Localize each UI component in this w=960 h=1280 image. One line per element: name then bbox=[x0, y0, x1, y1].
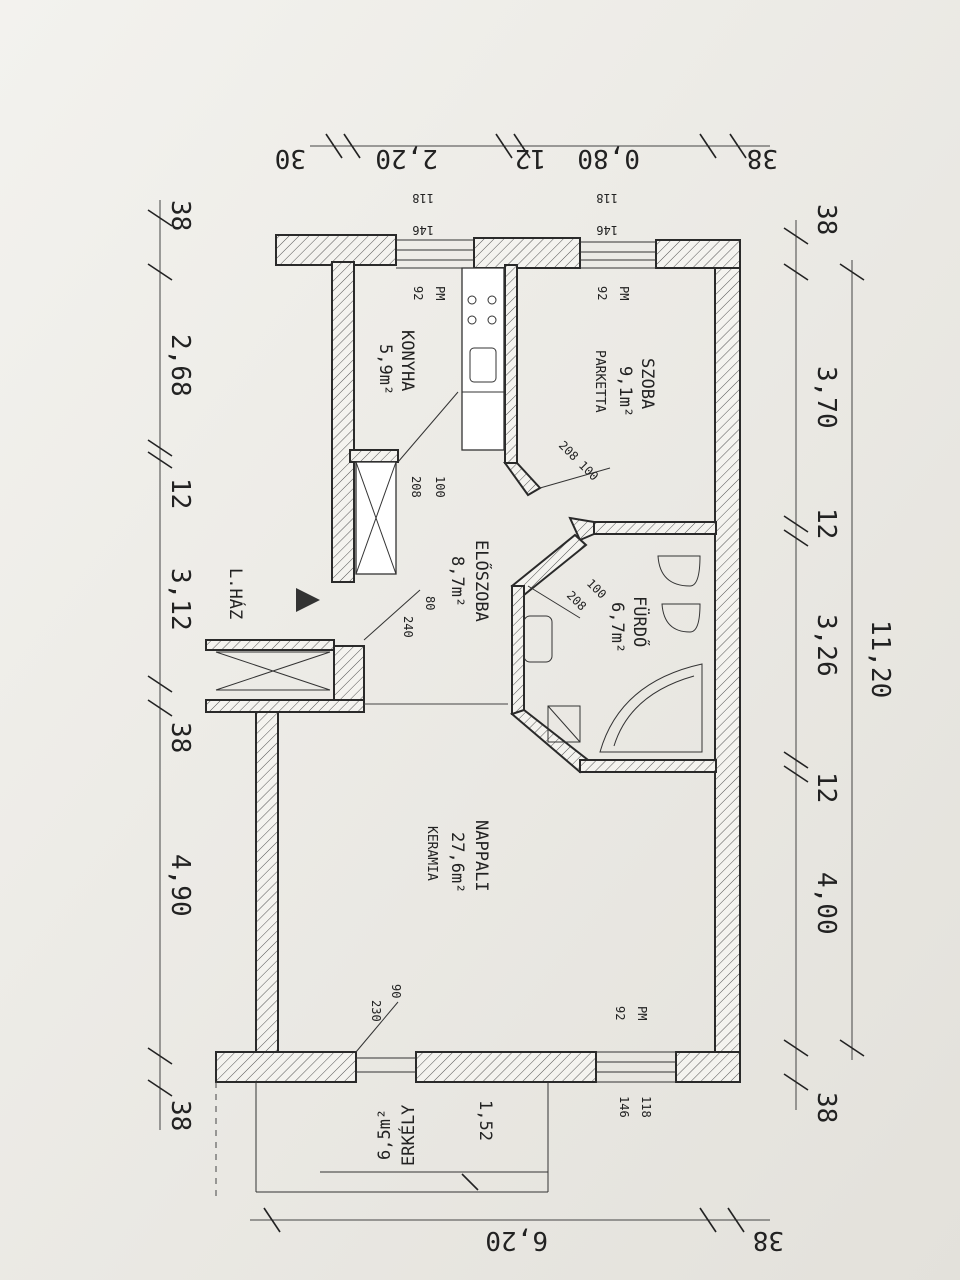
win-kitchen-h: 146 bbox=[412, 223, 434, 237]
door-kitchen-h: 208 bbox=[409, 476, 423, 498]
door-living-h: 230 bbox=[369, 1000, 383, 1022]
dim-balcony: 1,52 bbox=[475, 1100, 495, 1141]
wardrobe bbox=[355, 461, 397, 575]
room-nappali-floor: KERAMIA bbox=[424, 826, 439, 881]
room-furdo-name: FÜRDŐ bbox=[629, 596, 651, 647]
win-living-h: 146 bbox=[617, 1096, 631, 1118]
dim-left-6: 4,90 bbox=[165, 854, 195, 917]
window-kitchen bbox=[396, 239, 474, 269]
dim-top-2: 2,20 bbox=[375, 143, 438, 173]
win-kitchen-pm: PM bbox=[433, 286, 447, 300]
wall-top-3 bbox=[655, 239, 741, 269]
wall-stair-top bbox=[205, 639, 335, 651]
walls bbox=[205, 234, 741, 1083]
dim-left-2: 2,68 bbox=[165, 334, 195, 397]
balcony-door bbox=[356, 1057, 416, 1073]
wall-right bbox=[714, 239, 741, 1081]
room-eloszoba-area: 8,7m² bbox=[447, 556, 467, 607]
dim-left-7: 38 bbox=[165, 1100, 195, 1131]
dimension-text: 38 2,68 12 3,12 38 4,90 38 38 3,70 12 3,… bbox=[165, 143, 895, 1255]
room-eloszoba-name: ELŐSZOBA bbox=[471, 540, 493, 622]
wall-bath-bottom bbox=[579, 759, 717, 773]
dim-right-5: 12 bbox=[811, 772, 841, 803]
win-szoba-pm: PM bbox=[617, 286, 631, 300]
bath-fixtures bbox=[523, 555, 703, 753]
dim-left-5: 38 bbox=[165, 722, 195, 753]
room-szoba-name: SZOBA bbox=[637, 358, 657, 409]
wall-living-left bbox=[255, 701, 279, 1053]
dim-left-1: 38 bbox=[165, 200, 195, 231]
dim-top-4: 0,80 bbox=[577, 143, 640, 173]
wall-bottom-2 bbox=[415, 1051, 597, 1083]
dim-right-7: 38 bbox=[811, 1092, 841, 1123]
room-szoba-floor: PARKETTA bbox=[592, 350, 607, 413]
room-lhaz-name: L.HÁZ bbox=[225, 568, 247, 619]
door-living-w: 90 bbox=[389, 984, 403, 998]
kitchen-counter bbox=[461, 267, 505, 451]
wall-kitchen-left bbox=[331, 261, 355, 583]
door-entry-h: 240 bbox=[401, 616, 415, 638]
wall-kitchen-szoba bbox=[504, 264, 518, 464]
window-szoba bbox=[580, 241, 656, 269]
dim-bottom-2: 38 bbox=[753, 1225, 784, 1255]
dim-right-6: 4,00 bbox=[811, 872, 841, 935]
win-living-pmv: 92 bbox=[613, 1006, 627, 1020]
window-living bbox=[596, 1051, 676, 1083]
balcony-rails bbox=[215, 1082, 549, 1200]
dim-top-3: 12 bbox=[515, 143, 546, 173]
wall-kitchen-bottom bbox=[349, 449, 399, 463]
room-szoba-area: 9,1m² bbox=[615, 366, 635, 417]
room-nappali-name: NAPPALI bbox=[471, 820, 491, 892]
fixtures bbox=[215, 267, 703, 1200]
dim-right-total: 11,20 bbox=[865, 620, 895, 698]
wall-top-1 bbox=[275, 234, 397, 266]
dim-top-5: 38 bbox=[747, 143, 778, 173]
dim-right-1: 38 bbox=[811, 204, 841, 235]
room-labels: KONYHA 5,9m² SZOBA 9,1m² PARKETTA ELŐSZO… bbox=[225, 330, 657, 1166]
wall-entry-column bbox=[333, 645, 365, 703]
dim-right-4: 3,26 bbox=[811, 614, 841, 677]
win-kitchen-w: 118 bbox=[412, 191, 434, 205]
win-szoba-pmv: 92 bbox=[595, 286, 609, 300]
door-swings bbox=[355, 391, 611, 1053]
room-konyha-name: KONYHA bbox=[397, 330, 417, 391]
dimension-lines bbox=[147, 133, 865, 1233]
wall-top-2 bbox=[473, 237, 581, 269]
wall-bottom-3 bbox=[675, 1051, 741, 1083]
dim-right-2: 3,70 bbox=[811, 366, 841, 429]
dim-right-3: 12 bbox=[811, 508, 841, 539]
win-szoba-h: 146 bbox=[596, 223, 618, 237]
wall-bottom-1 bbox=[215, 1051, 357, 1083]
win-kitchen-pmv: 92 bbox=[411, 286, 425, 300]
wall-szoba-bottom bbox=[593, 521, 717, 535]
stair-marker bbox=[215, 588, 331, 691]
room-erkely-name: ERKÉLY bbox=[397, 1105, 419, 1166]
dim-top-1: 30 bbox=[275, 143, 306, 173]
room-nappali-area: 27,6m² bbox=[447, 832, 467, 893]
windows bbox=[356, 239, 676, 1083]
wall-living-top bbox=[205, 699, 365, 713]
dim-left-3: 12 bbox=[165, 478, 195, 509]
room-konyha-area: 5,9m² bbox=[375, 344, 395, 395]
room-furdo-area: 6,7m² bbox=[607, 602, 627, 653]
wall-szoba-diag-2 bbox=[568, 516, 595, 542]
win-szoba-w: 118 bbox=[596, 191, 618, 205]
door-kitchen-w: 100 bbox=[433, 476, 447, 498]
win-living-pm: PM bbox=[635, 1006, 649, 1020]
wall-bath-left bbox=[511, 585, 525, 715]
room-erkely-area: 6,5m² bbox=[375, 1109, 395, 1160]
dim-bottom-1: 6,20 bbox=[485, 1225, 548, 1255]
win-living-w: 118 bbox=[639, 1096, 653, 1118]
door-entry-w: 80 bbox=[423, 596, 437, 610]
dim-left-4: 3,12 bbox=[165, 568, 195, 631]
